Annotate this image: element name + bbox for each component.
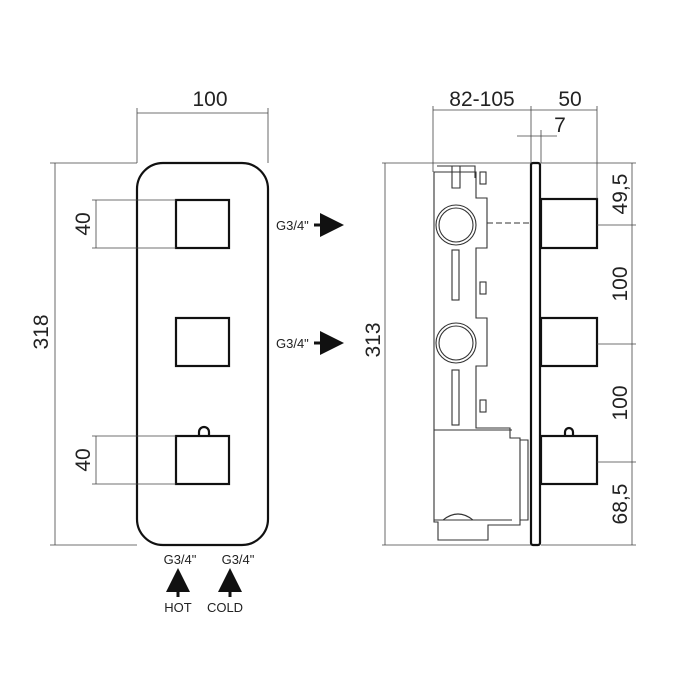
spacing-dim-1-label: 100 xyxy=(609,266,632,301)
handle-indicator xyxy=(197,425,211,436)
side-handle-middle xyxy=(539,316,599,368)
outlet-middle-label: G3/4" xyxy=(276,336,309,351)
side-plate xyxy=(529,161,542,547)
valve-body xyxy=(433,165,531,541)
spacing-dim-2-label: 100 xyxy=(609,385,632,420)
inlet-hot-size: G3/4" xyxy=(164,552,197,567)
handle-top xyxy=(174,198,231,250)
depth-dim-label: 82-105 xyxy=(449,88,514,111)
side-handle-bottom xyxy=(539,434,599,486)
width-dim-label: 100 xyxy=(192,88,227,111)
plate-thickness-dim-label: 7 xyxy=(554,114,566,137)
outlet-top-label: G3/4" xyxy=(276,218,309,233)
cold-label: COLD xyxy=(207,600,243,615)
side-height-dim-label: 313 xyxy=(362,322,385,357)
projection-dim-label: 50 xyxy=(558,88,581,111)
handle-bottom xyxy=(174,434,231,486)
handle-middle xyxy=(174,316,231,368)
handle-bottom-dim-label: 40 xyxy=(72,448,95,471)
side-handle-top xyxy=(539,197,599,250)
top-offset-dim-label: 49,5 xyxy=(609,174,632,215)
hot-label: HOT xyxy=(164,600,192,615)
bottom-offset-dim-label: 68,5 xyxy=(609,484,632,525)
inlet-cold-size: G3/4" xyxy=(222,552,255,567)
front-plate xyxy=(135,161,270,547)
handle-top-dim-label: 40 xyxy=(72,212,95,235)
front-view: 100 318 40 40 G3/4" G3/4" G3/4" G3/4" HO… xyxy=(30,88,344,615)
side-view: 82-105 50 7 313 49,5 100 100 68,5 xyxy=(362,88,636,547)
height-dim-label: 318 xyxy=(30,314,53,349)
